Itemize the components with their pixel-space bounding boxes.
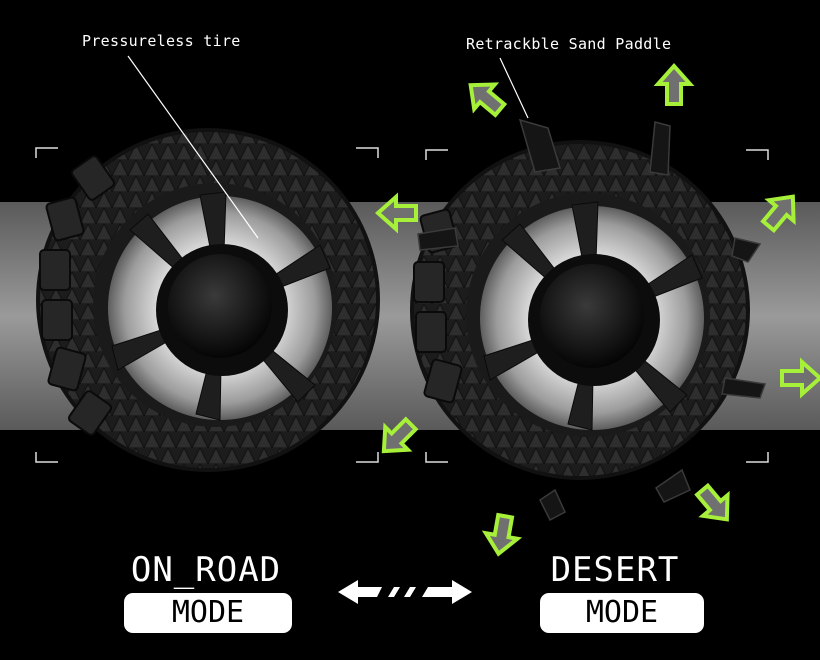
expand-arrow-icon (468, 82, 508, 118)
expand-arrow-icon (381, 416, 419, 454)
expand-arrows (374, 62, 820, 557)
corner-bracket-icon (35, 147, 769, 463)
desert-mode-label: MODE (540, 593, 704, 633)
callout-leader-left (127, 55, 259, 239)
expand-arrow-icon (694, 482, 730, 522)
expand-arrow-icon (653, 62, 695, 106)
pressureless-tire (36, 128, 380, 472)
on-road-mode-title: ON_ROAD (130, 550, 282, 590)
expand-arrow-icon (760, 194, 796, 234)
callout-sand-paddle: Retrackble Sand Paddle (466, 35, 672, 53)
callout-pressureless-tire: Pressureless tire (82, 32, 241, 50)
expand-arrow-icon (374, 192, 418, 234)
expand-arrow-icon (780, 357, 820, 399)
callout-leader-right (499, 57, 529, 119)
desert-mode-title: DESERT (550, 550, 680, 590)
swap-arrows-icon (338, 580, 472, 604)
sand-paddle-tire (410, 118, 767, 522)
on-road-mode-label: MODE (124, 593, 292, 633)
expand-arrow-icon (481, 512, 523, 557)
sand-paddles (417, 118, 767, 522)
